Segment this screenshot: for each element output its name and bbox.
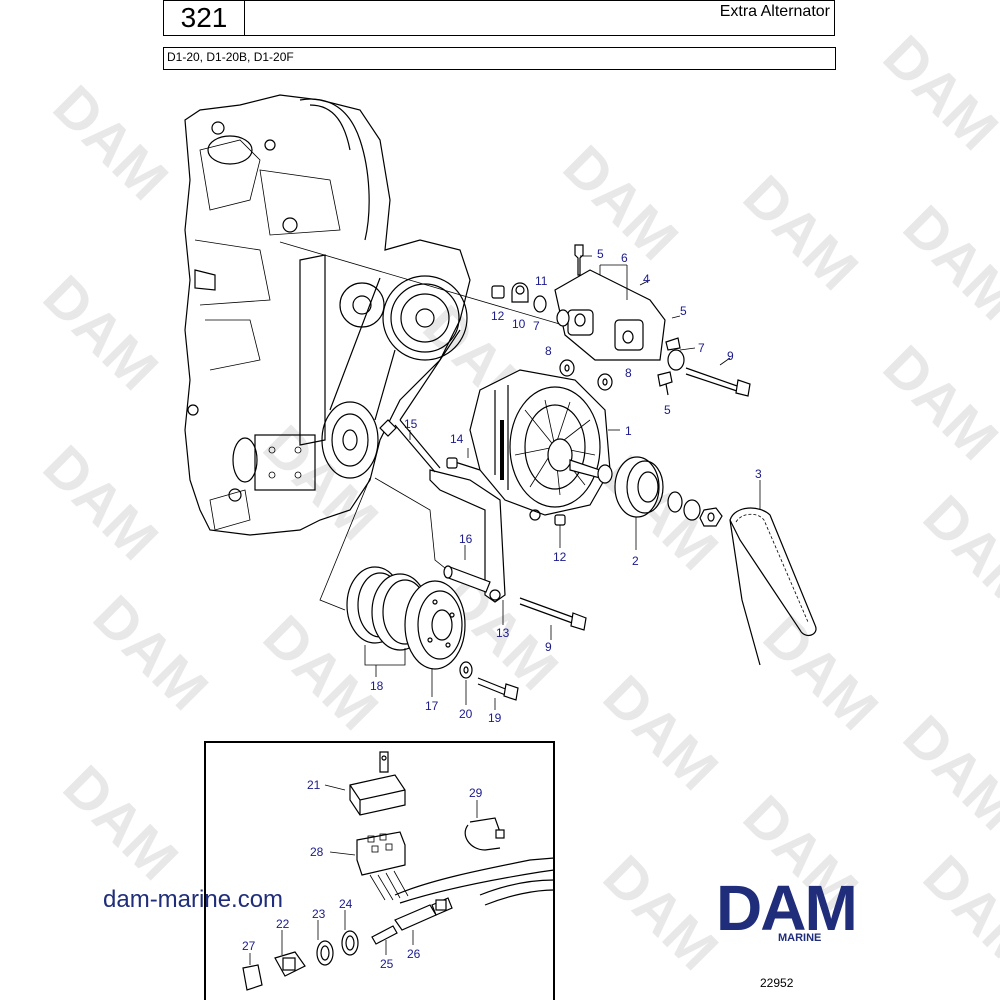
callout-21: 21 bbox=[307, 778, 321, 792]
callout-9-lower: 9 bbox=[545, 640, 552, 654]
callout-29: 29 bbox=[469, 786, 483, 800]
callout-5-lower: 5 bbox=[664, 403, 671, 417]
models-box: D1-20, D1-20B, D1-20F bbox=[163, 47, 836, 70]
callout-14: 14 bbox=[450, 432, 464, 446]
logo-subtitle: MARINE bbox=[778, 932, 822, 944]
crankshaft-pulley-assembly bbox=[346, 566, 519, 701]
watermark: DAM bbox=[591, 843, 730, 982]
callout-18: 18 bbox=[370, 679, 384, 693]
fasteners-group bbox=[491, 244, 751, 397]
watermark: DAM bbox=[871, 23, 1000, 162]
callout-3: 3 bbox=[755, 467, 762, 481]
callout-20: 20 bbox=[459, 707, 473, 721]
callout-4: 4 bbox=[643, 272, 650, 286]
callout-5-right: 5 bbox=[680, 304, 687, 318]
callout-8-left: 8 bbox=[545, 344, 552, 358]
callout-12-top: 12 bbox=[491, 309, 505, 323]
engine-block bbox=[184, 94, 471, 536]
callout-leaders bbox=[364, 255, 761, 710]
logo-wordmark: DAM bbox=[716, 872, 858, 944]
spacer-tube bbox=[443, 565, 491, 593]
callout-9-top: 9 bbox=[727, 349, 734, 363]
callout-12-lower: 12 bbox=[553, 550, 567, 564]
callout-7-left: 7 bbox=[533, 319, 540, 333]
callout-labels: 5 6 4 11 12 10 7 5 7 9 8 8 5 1 3 2 12 15… bbox=[370, 247, 762, 725]
callout-11: 11 bbox=[535, 274, 548, 288]
page-title: Extra Alternator bbox=[719, 3, 830, 20]
watermark: DAM bbox=[51, 753, 190, 892]
callout-10: 10 bbox=[512, 317, 526, 331]
drive-belt bbox=[729, 507, 817, 666]
alternator bbox=[469, 369, 613, 521]
callout-17: 17 bbox=[425, 699, 439, 713]
relay-inset: 21 28 29 22 23 24 25 26 27 bbox=[204, 741, 555, 1000]
mounting-bracket bbox=[554, 269, 666, 361]
drawing-number: 22952 bbox=[760, 976, 794, 990]
watermark: DAM bbox=[31, 263, 170, 402]
watermark: DAM bbox=[251, 413, 390, 552]
watermark: DAM bbox=[81, 583, 220, 722]
watermark: DAM bbox=[31, 433, 170, 572]
callout-1: 1 bbox=[625, 424, 632, 438]
watermark: DAM bbox=[871, 333, 1000, 472]
engine-models: D1-20, D1-20B, D1-20F bbox=[167, 50, 294, 64]
callout-16: 16 bbox=[459, 532, 473, 546]
watermark: DAM bbox=[591, 663, 730, 802]
watermark: DAM bbox=[41, 73, 180, 212]
callout-19: 19 bbox=[488, 711, 502, 725]
watermark: DAM bbox=[891, 193, 1000, 332]
callout-15: 15 bbox=[404, 417, 418, 431]
callout-28: 28 bbox=[310, 845, 324, 859]
callout-7-right: 7 bbox=[698, 341, 705, 355]
page-number: 321 bbox=[163, 0, 245, 36]
callout-23: 23 bbox=[312, 907, 326, 921]
website-link[interactable]: dam-marine.com bbox=[103, 886, 284, 913]
long-bolt bbox=[519, 597, 587, 631]
callout-13: 13 bbox=[496, 626, 510, 640]
watermark: DAM bbox=[751, 603, 890, 742]
adjusting-bracket bbox=[379, 419, 566, 603]
callout-2: 2 bbox=[632, 554, 639, 568]
callout-25: 25 bbox=[380, 957, 394, 971]
callout-27: 27 bbox=[242, 939, 256, 953]
alternator-pulley bbox=[614, 456, 723, 527]
dam-marine-logo: DAM MARINE bbox=[716, 872, 858, 944]
watermark: DAM bbox=[911, 483, 1000, 622]
callout-22: 22 bbox=[276, 917, 290, 931]
title-box: Extra Alternator bbox=[243, 0, 835, 36]
watermark: DAM bbox=[731, 163, 870, 302]
callout-5-top: 5 bbox=[597, 247, 604, 261]
callout-6: 6 bbox=[621, 251, 628, 265]
callout-8-right: 8 bbox=[625, 366, 632, 380]
callout-26: 26 bbox=[407, 947, 421, 961]
callout-24: 24 bbox=[339, 897, 353, 911]
watermark: DAM bbox=[911, 843, 1000, 982]
watermark: DAM bbox=[891, 703, 1000, 842]
